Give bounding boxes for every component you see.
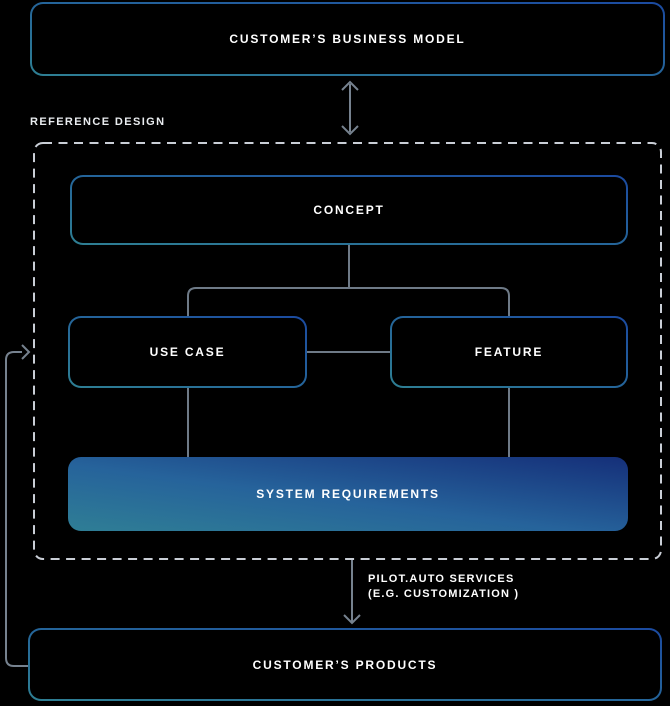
node-concept: CONCEPT	[70, 175, 628, 245]
bidirectional-arrow	[341, 80, 359, 136]
reference-design-dashed-border	[33, 142, 662, 560]
node-use-case-body: USE CASE	[70, 318, 305, 386]
services-annotation: PILOT.AUTO SERVICES (E.G. CUSTOMIZATION …	[368, 572, 519, 602]
node-customers-products-label: CUSTOMER’S PRODUCTS	[252, 657, 438, 672]
node-concept-body: CONCEPT	[72, 177, 626, 243]
node-customers-business-model-body: CUSTOMER’S BUSINESS MODEL	[32, 4, 663, 74]
services-annotation-line1: PILOT.AUTO SERVICES	[368, 573, 515, 585]
feedback-arrow	[5, 344, 31, 667]
node-concept-label: CONCEPT	[313, 203, 385, 217]
node-system-requirements: SYSTEM REQUIREMENTS	[68, 457, 628, 531]
node-customers-products: CUSTOMER’S PRODUCTS	[28, 628, 662, 701]
services-annotation-line2: (E.G. CUSTOMIZATION )	[368, 588, 520, 600]
node-system-requirements-label: SYSTEM REQUIREMENTS	[256, 487, 440, 501]
node-use-case: USE CASE	[68, 316, 307, 388]
services-arrow	[343, 560, 361, 625]
node-feature-label: FEATURE	[474, 345, 544, 359]
node-customers-products-body: CUSTOMER’S PRODUCTS	[30, 630, 660, 699]
branch-bracket	[187, 287, 510, 316]
reference-design-label: REFERENCE DESIGN	[30, 116, 166, 128]
node-feature-body: FEATURE	[392, 318, 626, 386]
node-customers-business-model-label: CUSTOMER’S BUSINESS MODEL	[229, 32, 466, 46]
node-feature: FEATURE	[390, 316, 628, 388]
node-system-requirements-body: SYSTEM REQUIREMENTS	[70, 459, 626, 529]
node-use-case-label: USE CASE	[149, 345, 226, 359]
node-customers-business-model: CUSTOMER’S BUSINESS MODEL	[30, 2, 665, 76]
